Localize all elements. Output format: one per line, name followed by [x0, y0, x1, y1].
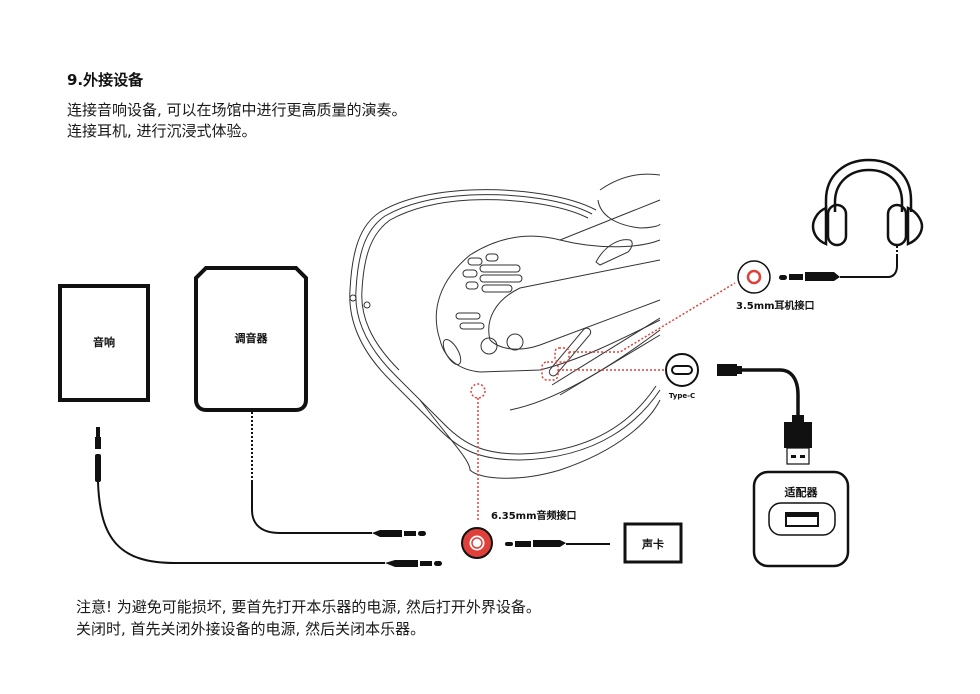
audio-jack-port: 6.35mm音频接口 [461, 509, 577, 559]
headphone-cable [779, 246, 898, 281]
sound-card-label: 声卡 [641, 537, 664, 551]
adapter-device: 适配器 [752, 470, 850, 568]
headphones-icon [811, 158, 924, 247]
speaker-device: 音响 [58, 284, 150, 402]
usbc-port-highlight [541, 361, 559, 381]
tuner-device: 调音器 [194, 266, 308, 412]
headphone-jack-label: 3.5mm耳机接口 [736, 299, 815, 312]
sound-card-cable [505, 540, 610, 547]
intro-text: 连接音响设备, 可以在场馆中进行更高质量的演奏。 连接耳机, 进行沉浸式体验。 [67, 100, 407, 142]
port-callouts [470, 282, 736, 520]
usbc-port: Type-C [665, 353, 699, 400]
usb-cable [717, 364, 812, 465]
intro-line: 连接耳机, 进行沉浸式体验。 [67, 122, 257, 140]
warning-note: 注意! 为避免可能损坏, 要首先打开本乐器的电源, 然后打开外界设备。 关闭时,… [76, 596, 541, 640]
speaker-cable [95, 427, 442, 567]
intro-line: 连接音响设备, 可以在场馆中进行更高质量的演奏。 [67, 101, 407, 119]
instrument-illustration [349, 173, 661, 479]
headphone-jack-port: 3.5mm耳机接口 [736, 260, 815, 312]
sound-card-device: 声卡 [623, 522, 683, 564]
section-title: 9.外接设备 [67, 71, 144, 89]
usbc-label: Type-C [669, 392, 695, 400]
tuner-label: 调音器 [235, 331, 269, 345]
adapter-label: 适配器 [785, 485, 819, 499]
speaker-label: 音响 [93, 335, 115, 349]
audio-jack-label: 6.35mm音频接口 [491, 509, 577, 522]
headphone-port-leader [569, 282, 736, 353]
tuner-cable [251, 412, 426, 537]
note-line: 关闭时, 首先关闭外接设备的电源, 然后关闭本乐器。 [76, 620, 426, 638]
audio-port-highlight [470, 383, 486, 399]
note-line: 注意! 为避免可能损坏, 要首先打开本乐器的电源, 然后打开外界设备。 [76, 598, 541, 616]
